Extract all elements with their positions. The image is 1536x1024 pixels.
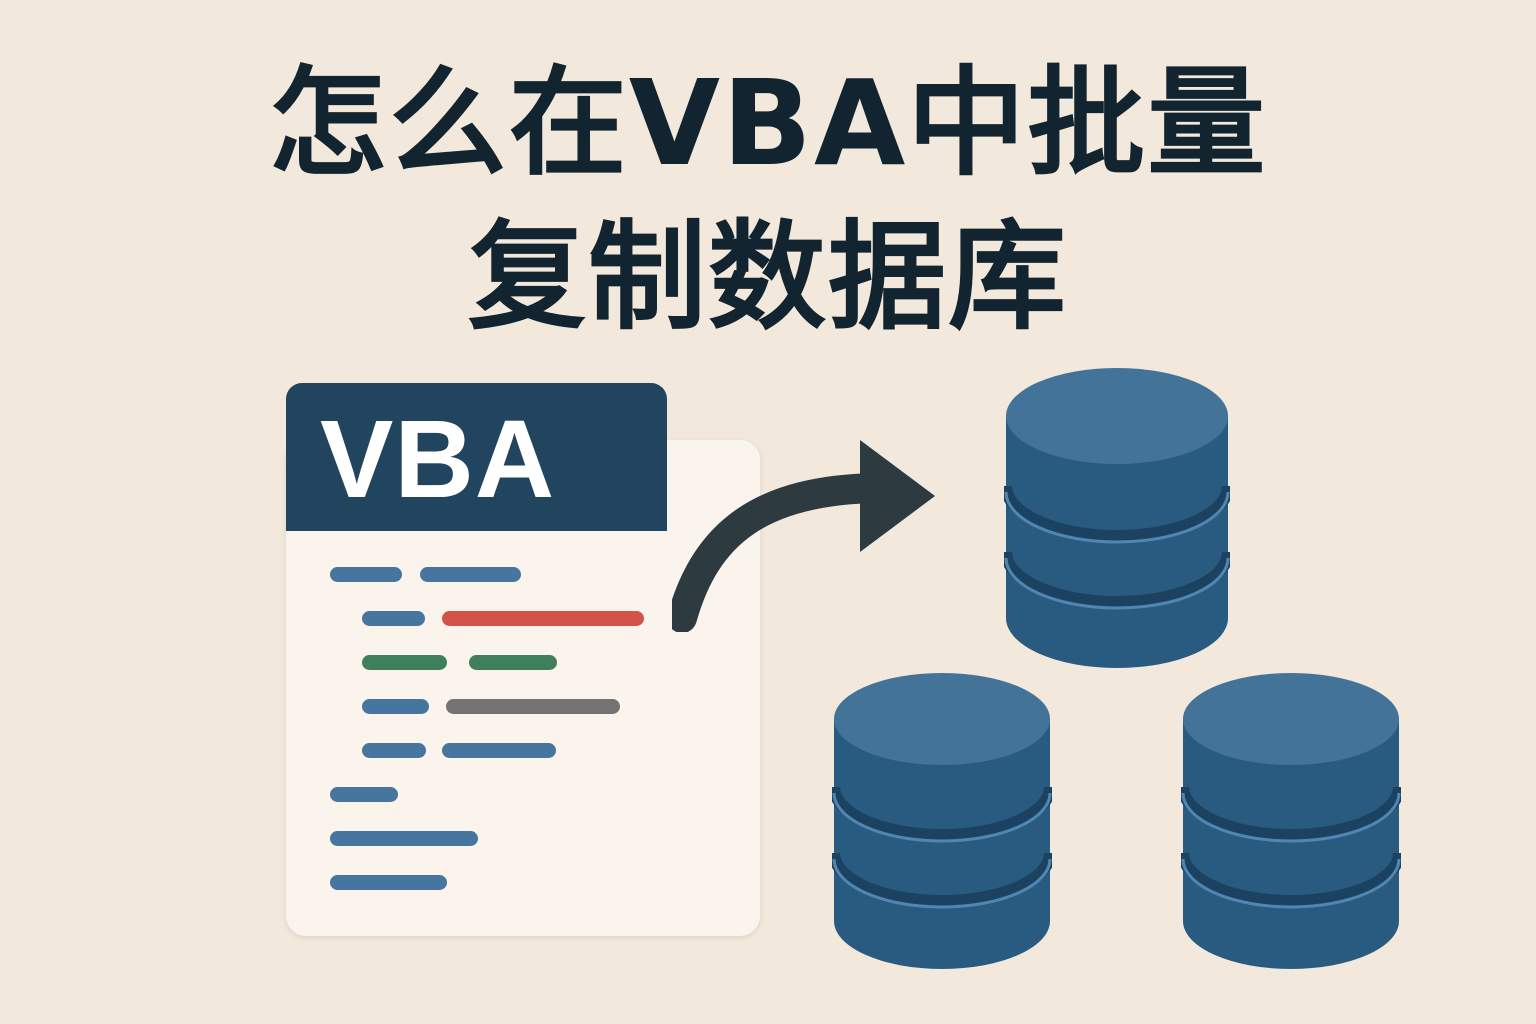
database-icon [832,673,1052,969]
code-line [362,611,425,626]
database-icon [1004,368,1230,668]
code-line [330,831,478,846]
code-line-highlighted [442,611,644,626]
vba-label: VBA [320,398,556,521]
database-icon [1181,673,1401,969]
code-line [330,787,398,802]
code-line [362,743,426,758]
code-line [362,699,429,714]
code-line [330,567,402,582]
code-line [362,655,447,670]
page-title-line-2: 复制数据库 [467,208,1068,346]
code-line [420,567,521,582]
code-document-header: VBA [286,383,667,531]
curved-arrow-right-icon [672,440,935,632]
code-line [469,655,557,670]
vba-code-document: VBA [286,383,760,936]
code-line [442,743,556,758]
code-line [446,699,620,714]
code-line [330,875,447,890]
page-title-line-1: 怎么在VBA中批量 [268,54,1268,192]
